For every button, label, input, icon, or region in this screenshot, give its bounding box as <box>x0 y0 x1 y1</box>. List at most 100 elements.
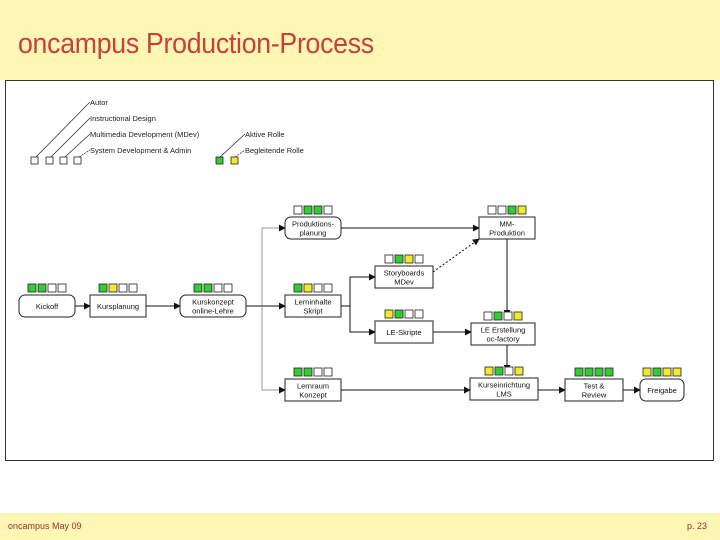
node-label: LE Erstellung <box>481 326 526 335</box>
page-number: p. 23 <box>686 521 707 531</box>
role-square-active <box>604 367 614 377</box>
role-square-none <box>497 205 507 215</box>
role-square-active <box>303 367 313 377</box>
edge-arrow-lerninhalte-to-le-skripte <box>349 306 376 336</box>
role-square-active <box>594 367 604 377</box>
node-label: Review <box>582 391 607 400</box>
role-square-active <box>493 311 503 321</box>
node-label: online-Lehre <box>192 307 234 316</box>
node-box <box>374 265 434 289</box>
node-label: Konzept <box>299 391 327 400</box>
node-label: Lernraum <box>297 382 329 391</box>
role-square-none <box>213 283 223 293</box>
node-label: Storyboards <box>384 269 425 278</box>
footer-band <box>0 513 720 540</box>
role-square-none <box>384 254 394 264</box>
node-label: Produktion <box>489 229 525 238</box>
role-square-active <box>293 283 303 293</box>
node-label: Freigabe <box>647 386 677 395</box>
node-label: Kurseinrichtung <box>478 381 530 390</box>
role-square-active <box>584 367 594 377</box>
legend-leader-line <box>78 149 91 158</box>
role-square-none <box>293 205 303 215</box>
role-square-supporting <box>517 205 527 215</box>
node-box <box>89 294 147 318</box>
slide-title: oncampus Production-Process <box>18 28 374 60</box>
legend-leader-line <box>64 133 91 158</box>
role-square-none <box>313 367 323 377</box>
node-test-review: Test &Review <box>564 367 624 402</box>
legend-leader-line <box>219 133 246 158</box>
node-box <box>564 378 624 402</box>
role-square-none <box>487 205 497 215</box>
role-square-active <box>394 254 404 264</box>
role-square-active <box>494 366 504 376</box>
header-band <box>0 0 720 80</box>
legend-leader-line <box>35 101 91 158</box>
edges <box>75 224 641 394</box>
role-square-supporting <box>672 367 682 377</box>
role-square-active <box>574 367 584 377</box>
legend-state-square <box>230 156 239 165</box>
legend-role-square <box>45 156 54 165</box>
role-square-none <box>503 311 513 321</box>
role-square-none <box>414 254 424 264</box>
node-box <box>284 294 342 318</box>
node-kickoff: Kickoff <box>18 283 76 318</box>
nodes: Kickoff Kursplanung Kurskonzeptonline-Lehr… <box>18 205 685 402</box>
role-square-supporting <box>484 366 494 376</box>
role-square-active <box>98 283 108 293</box>
node-le-skripte: LE-Skripte <box>374 309 434 344</box>
role-square-active <box>313 205 323 215</box>
legend-leader-line <box>234 149 246 158</box>
role-square-none <box>47 283 57 293</box>
node-box <box>374 320 434 344</box>
role-square-none <box>57 283 67 293</box>
role-square-supporting <box>404 254 414 264</box>
role-square-active <box>27 283 37 293</box>
node-box <box>469 377 539 401</box>
role-square-none <box>128 283 138 293</box>
node-box <box>478 216 536 240</box>
role-square-active <box>394 309 404 319</box>
node-label: Kurskonzept <box>192 298 235 307</box>
node-label: LE-Skripte <box>386 328 421 337</box>
role-square-active <box>303 205 313 215</box>
node-mm-produktion: MM-Produktion <box>478 205 536 240</box>
node-label: Kickoff <box>36 302 59 311</box>
legend-role-label: Autor <box>90 98 108 107</box>
role-square-supporting <box>384 309 394 319</box>
role-square-supporting <box>662 367 672 377</box>
node-box <box>470 322 536 346</box>
node-box <box>179 294 247 318</box>
node-freigabe: Freigabe <box>639 367 685 402</box>
legend-state-label: Begleitende Rolle <box>245 146 304 155</box>
role-square-active <box>203 283 213 293</box>
role-square-active <box>652 367 662 377</box>
edge-arrow-kurskonzept-to-lernraum <box>261 306 286 394</box>
node-label: Kursplanung <box>97 302 139 311</box>
node-box <box>284 378 342 402</box>
legend-state-label: Aktive Rolle <box>245 130 285 139</box>
legend-state-square <box>215 156 224 165</box>
legend-role-square <box>30 156 39 165</box>
edge-arrow-storyboards-to-mm-produktion <box>432 238 480 273</box>
legend-role-label: Instructional Design <box>90 114 156 123</box>
role-square-active <box>193 283 203 293</box>
role-square-none <box>414 309 424 319</box>
role-square-none <box>323 367 333 377</box>
role-square-none <box>223 283 233 293</box>
role-square-none <box>323 283 333 293</box>
node-label: oc-factory <box>487 335 520 344</box>
role-square-none <box>483 311 493 321</box>
legend-role-label: System Development & Admin <box>90 146 191 155</box>
edge-arrow-lerninhalte-to-storyboards <box>341 273 376 307</box>
role-square-supporting <box>513 311 523 321</box>
